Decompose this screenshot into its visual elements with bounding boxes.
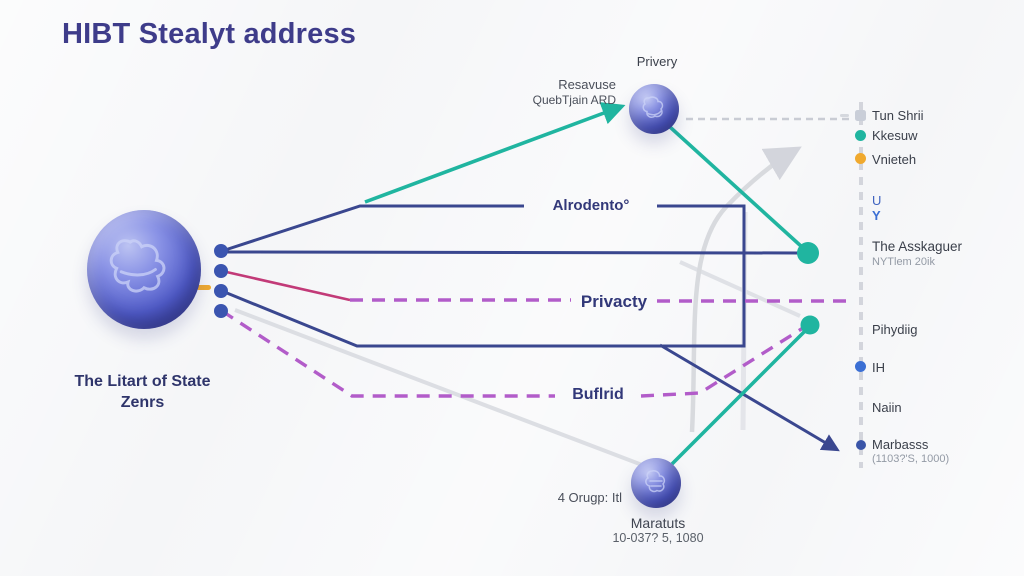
teal-arrow-to-top-node [364,102,626,204]
bottom-node-caption-line2: 10-037? 5, 1080 [612,531,704,545]
edge-buflrid [221,309,804,398]
orange-tick [196,285,211,290]
main-sphere-node [87,210,201,329]
main-node-caption-line1: The Litart of State [74,373,211,390]
top-node-side-label-line1: Resavuse [558,77,616,92]
legend-item-kkesuw: Kkesuw [872,128,918,143]
teal-edge-dot2-to-bottom-node [670,328,808,466]
top-node-title: Privery [636,54,678,69]
legend-square-icon [855,110,866,121]
legend-item-marbasss-sub: (1103?'S, 1000) [872,453,950,465]
legend-item-ih: IH [872,360,885,375]
legend-blue-dot-icon [855,361,866,372]
edge-label-buflrid: Buflrid [572,386,624,403]
edge-alrodento [221,204,800,348]
main-node-caption: The Litart of State Zenrs [40,371,245,413]
legend-item-tun-shrii: Tun Shrii [872,108,924,123]
legend-dash-icon [840,114,849,117]
legend-item-asskaguer: The Asskaguer [872,239,963,254]
bottom-sphere-node [631,458,681,508]
legend-orange-dot-icon [855,153,866,164]
bottom-node-side-label: 4 Orugp: Itl [557,490,622,505]
sphere-emblem-icon [645,470,666,493]
legend-item-naiin: Naiin [872,400,902,415]
top-node-side-label-line2: QuebTjain ARD [532,93,616,107]
legend-item-y: Y [872,208,881,223]
legend-navy-dot-icon [856,440,866,450]
gray-arrow [689,146,802,433]
teal-edges [364,102,808,466]
main-node-caption-line2: Zenrs [120,394,165,412]
legend-item-asskaguer-sub: NYTlem 20ik [872,256,935,268]
edge-privacty [221,269,853,303]
connector-dots [196,242,820,335]
sphere-emblem-icon [109,239,166,293]
bottom-node-caption-line1: Maratuts [630,515,686,531]
edge-arrow-marbasss [659,343,840,452]
top-sphere-node [629,84,679,134]
page-title: HIBT Stealyt address [62,18,357,50]
gray-flow-lines [234,102,863,470]
legend-item-u: U [872,193,882,208]
edge-label-alrodento: Alrodento° [552,197,630,214]
sphere-emblem-icon [642,96,664,118]
teal-edge-top-node-to-dot1 [668,125,804,249]
legend-item-pihydiig: Pihydiig [872,322,918,337]
legend-teal-dot-icon [855,130,866,141]
teal-junction-2 [800,315,820,335]
teal-junction-1 [797,242,819,264]
edge-label-privacty: Privacty [580,292,648,311]
legend-item-marbasss: Marbasss [872,437,929,452]
edge-to-teal-node-1 [221,250,800,255]
legend-item-vnieteh: Vnieteh [872,152,917,167]
